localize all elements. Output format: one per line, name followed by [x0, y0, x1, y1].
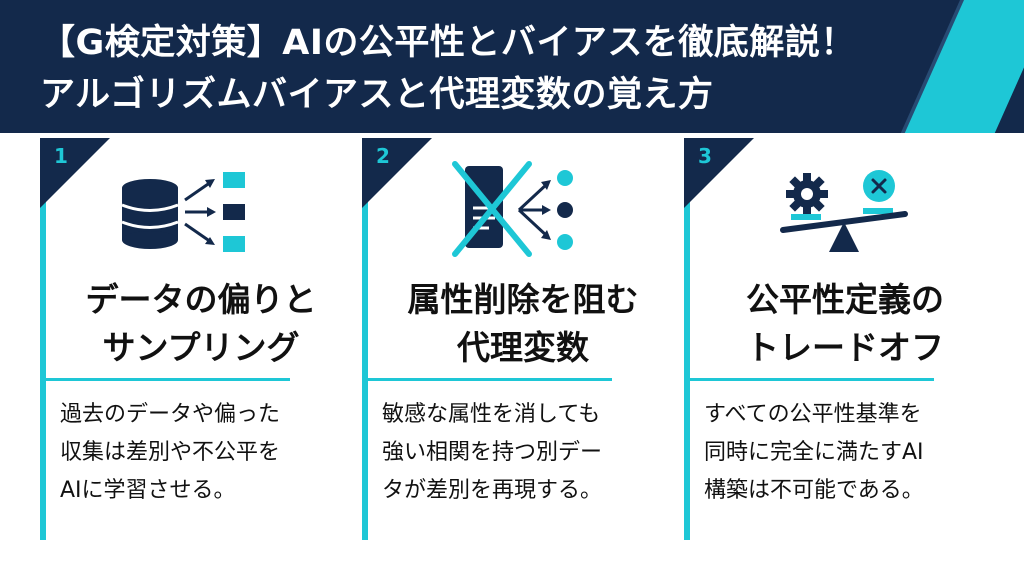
card-heading-line-2: サンプリング [102, 328, 300, 367]
removed-attribute-proxy-icon [452, 161, 573, 257]
card-description-line-2: 強い相関を持つ別デー [382, 440, 603, 465]
card-data-bias: 1 データの偏りと サンプリング 過去のデータや偏った 収集は差別や [40, 138, 350, 540]
card-number: 1 [54, 144, 68, 168]
card-corner [684, 138, 754, 208]
card-description: 過去のデータや偏った 収集は差別や不公平を AIに学習させる。 [60, 396, 350, 510]
card-fairness-tradeoff: 3 公平性定義の トレードオフ すべ [684, 138, 994, 540]
card-description-line-3: 構築は不可能である。 [704, 478, 924, 503]
card-heading: データの偏りと サンプリング [56, 276, 346, 372]
title-banner: 【G検定対策】AIの公平性とバイアスを徹底解説！ アルゴリズムバイアスと代理変数… [0, 0, 1024, 133]
card-description-line-1: すべての公平性基準を [704, 402, 922, 427]
card-number: 3 [698, 144, 712, 168]
card-description-line-1: 過去のデータや偏った [60, 402, 281, 427]
card-description-line-3: タが差別を再現する。 [382, 478, 603, 503]
card-description-line-2: 収集は差別や不公平を [60, 440, 281, 465]
page-title-line-1: 【G検定対策】AIの公平性とバイアスを徹底解説！ [40, 23, 856, 63]
card-description: すべての公平性基準を 同時に完全に満たすAI 構築は不可能である。 [704, 396, 994, 510]
card-divider [684, 378, 934, 381]
card-corner [362, 138, 432, 208]
card-heading-line-1: 属性削除を阻む [407, 280, 639, 319]
card-divider [40, 378, 290, 381]
card-description-line-3: AIに学習させる。 [60, 478, 236, 503]
card-heading-line-1: 公平性定義の [746, 280, 944, 319]
card-heading-line-2: トレードオフ [746, 328, 944, 367]
card-accent-line [684, 138, 690, 540]
card-number: 2 [376, 144, 390, 168]
card-divider [362, 378, 612, 381]
card-description: 敏感な属性を消しても 強い相関を持つ別デー タが差別を再現する。 [382, 396, 672, 510]
card-description-line-2: 同時に完全に満たすAI [704, 440, 924, 465]
card-accent-line [40, 138, 46, 540]
card-heading-line-1: データの偏りと [85, 280, 317, 319]
card-heading-line-2: 代理変数 [457, 328, 589, 367]
card-proxy-variables: 2 属性削除を阻む 代理変数 敏感な属性を消しても 強い相 [362, 138, 672, 540]
card-corner [40, 138, 110, 208]
card-heading: 公平性定義の トレードオフ [700, 276, 990, 372]
card-accent-line [362, 138, 368, 540]
page-title-line-2: アルゴリズムバイアスと代理変数の覚え方 [40, 75, 714, 115]
card-description-line-1: 敏感な属性を消しても [382, 402, 601, 427]
tradeoff-balance-icon [780, 170, 908, 252]
database-skewed-data-icon [121, 172, 245, 252]
card-heading: 属性削除を阻む 代理変数 [378, 276, 668, 372]
decorative-stripe-accent [904, 0, 1024, 133]
